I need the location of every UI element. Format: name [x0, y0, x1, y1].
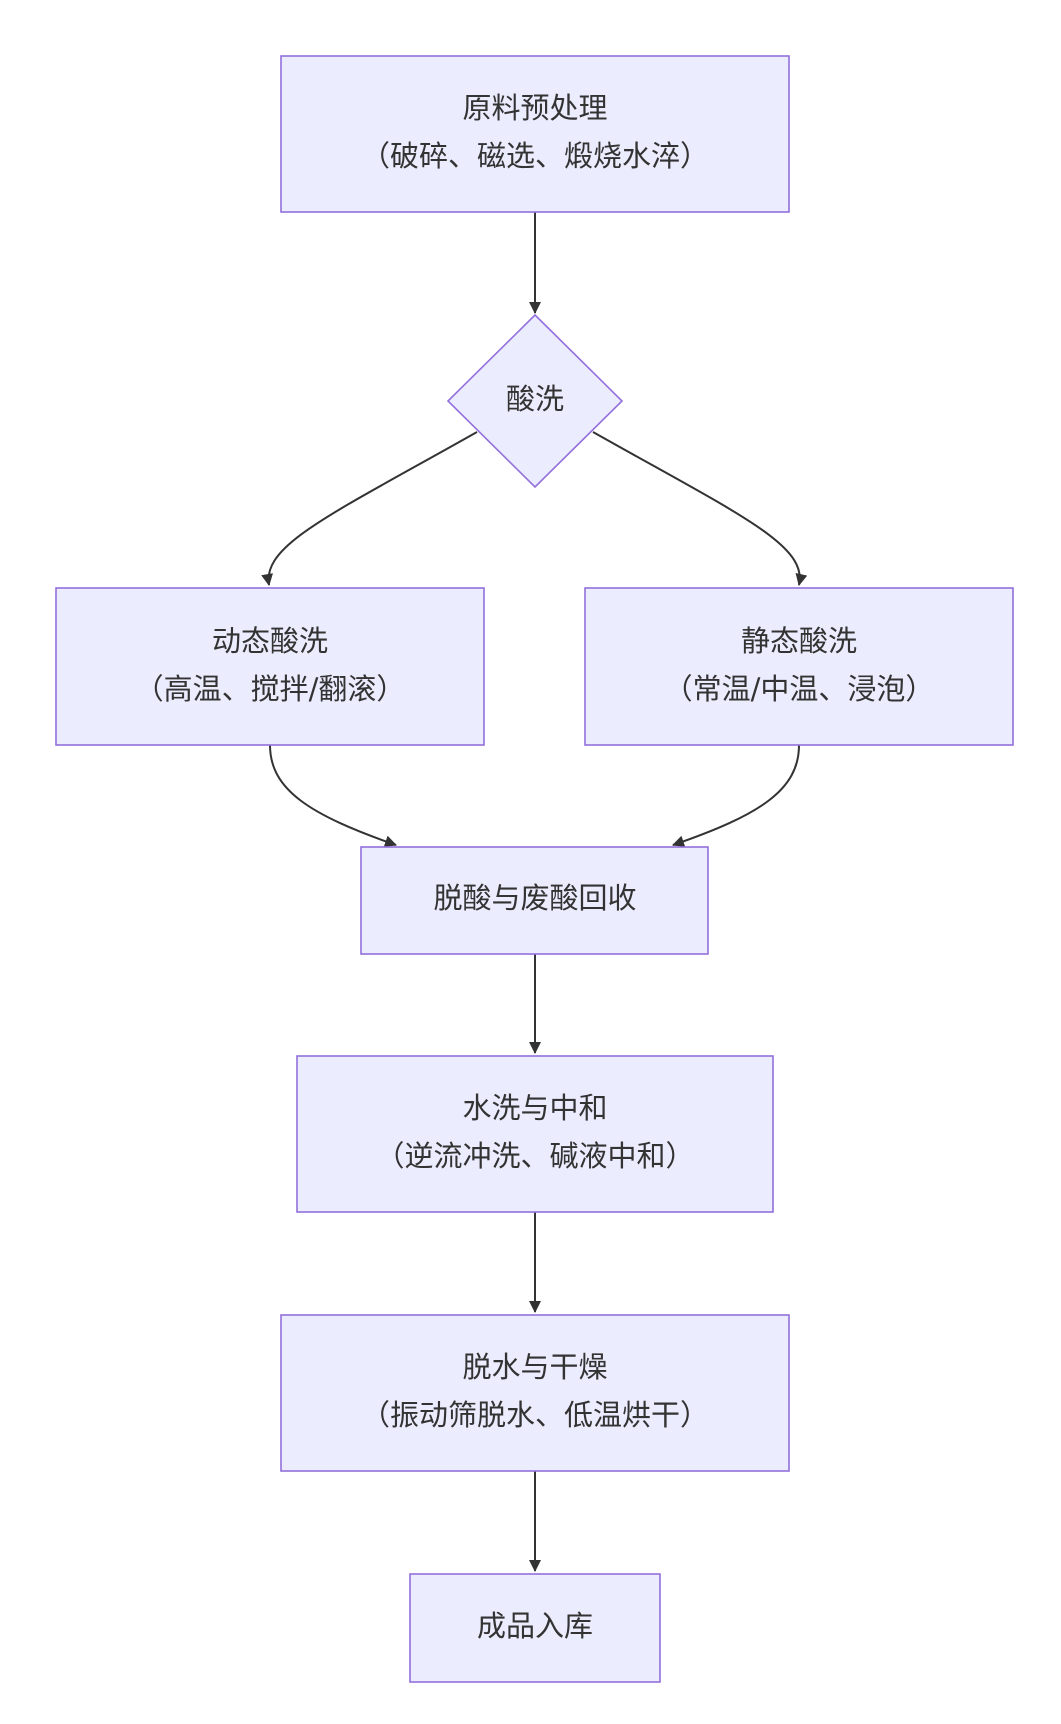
node-water-wash-title: 水洗与中和: [462, 1091, 607, 1125]
node-water-wash: 水洗与中和 （逆流冲洗、碱液中和）: [296, 1055, 774, 1213]
edge-acid-wash-to-static-wash: [592, 431, 808, 586]
node-storage-label: 成品入库: [477, 1609, 593, 1643]
edge-dynamic-wash-to-deacid: [269, 744, 397, 848]
node-preprocess: 原料预处理 （破碎、磁选、煅烧水淬）: [280, 55, 790, 213]
node-static-wash-title: 静态酸洗: [741, 624, 857, 658]
node-dry: 脱水与干燥 （振动筛脱水、低温烘干）: [280, 1314, 790, 1472]
node-dry-detail: （振动筛脱水、低温烘干）: [361, 1398, 709, 1432]
node-dynamic-wash: 动态酸洗 （高温、搅拌/翻滚）: [55, 587, 485, 746]
node-storage: 成品入库: [409, 1573, 661, 1683]
node-water-wash-detail: （逆流冲洗、碱液中和）: [375, 1139, 694, 1173]
node-acid-wash: 酸洗: [446, 313, 624, 489]
edges: [261, 212, 808, 1572]
node-preprocess-title: 原料预处理: [462, 91, 607, 125]
node-deacid: 脱酸与废酸回收: [360, 846, 709, 955]
node-dynamic-wash-title: 动态酸洗: [212, 624, 328, 658]
node-acid-wash-label: 酸洗: [506, 382, 564, 416]
node-dynamic-wash-detail: （高温、搅拌/翻滚）: [135, 672, 406, 706]
node-dry-title: 脱水与干燥: [462, 1350, 607, 1384]
node-preprocess-detail: （破碎、磁选、煅烧水淬）: [361, 139, 709, 173]
edge-acid-wash-to-dynamic-wash: [261, 431, 478, 586]
node-deacid-label: 脱酸与废酸回收: [433, 881, 636, 915]
node-static-wash-detail: （常温/中温、浸泡）: [664, 672, 935, 706]
edge-static-wash-to-deacid: [672, 744, 800, 848]
node-static-wash: 静态酸洗 （常温/中温、浸泡）: [584, 587, 1014, 746]
